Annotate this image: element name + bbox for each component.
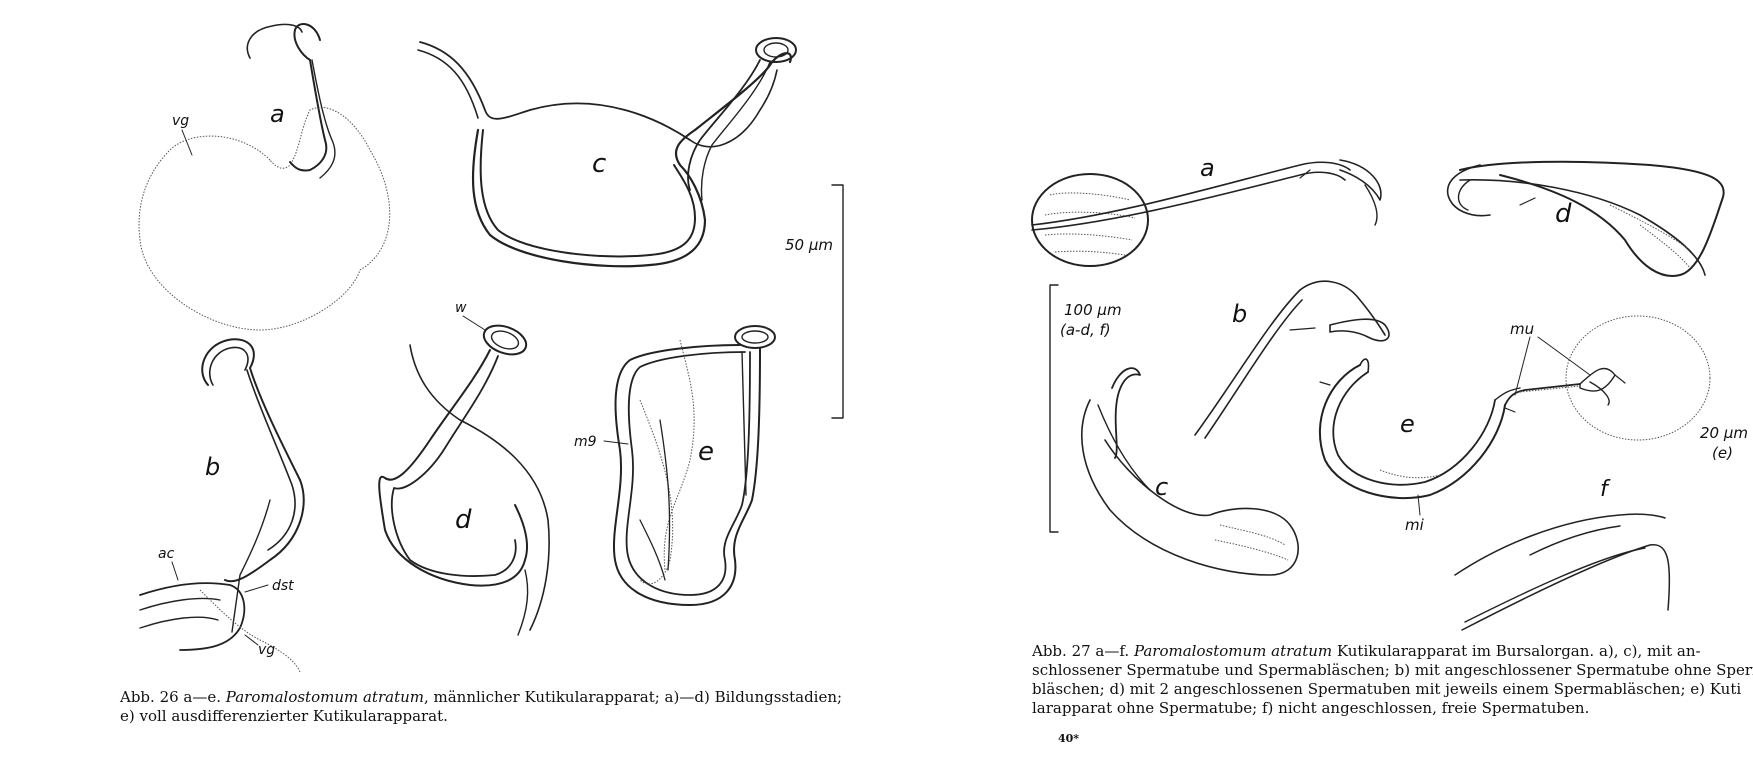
fig27-caption: Abb. 27 a—f. Paromalostomum atratum Kuti… (1032, 642, 1753, 718)
fig27-drawing-d: d (1446, 160, 1725, 277)
fig26-panel-letter-b: b (205, 453, 220, 481)
fig26-scale-bar: 50 µm (785, 184, 844, 419)
fig27-drawing-c: c (1081, 367, 1299, 576)
fig26-caption-line1: Abb. 26 a—e. Paromalostomum atratum, män… (120, 688, 880, 707)
fig26-panel-letter-c: c (592, 149, 606, 179)
fig26-drawing-a: a vg (138, 23, 391, 331)
fig27-drawing-a: a (1031, 154, 1382, 267)
fig27-caption-line1: Abb. 27 a—f. Paromalostomum atratum Kuti… (1032, 642, 1753, 661)
fig27-caption-line2: schlossener Spermatube und Spermabläsche… (1032, 661, 1753, 679)
fig27-caption-line1-rest: Kutikularapparat im Bursalorgan. a), c),… (1332, 642, 1701, 660)
fig26-caption-line2: e) voll ausdifferenzierter Kutikularappa… (120, 707, 448, 725)
fig27-panel-letter-f: f (1600, 477, 1611, 502)
fig27-panel-letter-d: d (1555, 199, 1572, 229)
fig27-drawing-e: e mu mi (1319, 315, 1711, 534)
fig27-scale-bar-e-sub: (e) (1712, 444, 1733, 462)
fig26-caption-line1-rest: , männlicher Kutikularapparat; a)—d) Bil… (423, 688, 843, 706)
fig26-caption-species: Paromalostomum atratum (225, 688, 424, 706)
fig27-panel-letter-b: b (1232, 300, 1247, 328)
fig27-scale-bar-e: 20 µm (e) (1700, 424, 1748, 462)
fig26-panel-letter-e: e (698, 437, 714, 467)
fig27-label-mu: mu (1510, 320, 1534, 338)
fig26-drawing-e: m9 e (574, 325, 776, 606)
fig27-scale-bar-main: 100 µm (a-d, f) (1049, 284, 1122, 533)
fig26-label-vg2: vg (258, 642, 275, 658)
fig26-label-dst: dst (272, 578, 294, 594)
fig26-caption-prefix: Abb. 26 a—e. (120, 688, 222, 706)
fig26-scale-bar-label: 50 µm (785, 236, 833, 254)
fig27-scale-bar-e-label: 20 µm (1700, 424, 1748, 442)
fig27-label-mi: mi (1405, 516, 1425, 534)
fig26-label-mg: m9 (574, 434, 597, 450)
fig26-label-ac: ac (158, 546, 175, 562)
fig27-drawing-b: b (1194, 280, 1390, 439)
fig27-drawing-f: f (1454, 477, 1671, 631)
fig26-drawing-d: w d (378, 300, 550, 636)
page-number: 40* (1058, 732, 1080, 745)
fig26-panel-letter-a: a (270, 100, 285, 128)
fig27-caption-line3: bläschen; d) mit 2 angeschlossenen Sperm… (1032, 680, 1742, 698)
fig26-label-vg: vg (172, 113, 189, 129)
fig27-scale-bar-main-label: 100 µm (1064, 301, 1122, 319)
fig26-panel-letter-d: d (455, 505, 472, 535)
fig27-caption-species: Paromalostomum atratum (1133, 642, 1333, 660)
fig26-caption: Abb. 26 a—e. Paromalostomum atratum, män… (120, 688, 880, 726)
fig27-scale-bar-main-sub: (a-d, f) (1060, 321, 1111, 339)
fig26-drawing-b: b ac dst vg (139, 338, 305, 673)
fig27-caption-line4: larapparat ohne Spermatube; f) nicht ang… (1032, 699, 1590, 717)
fig27-panel-letter-e: e (1400, 410, 1415, 438)
fig27-caption-prefix: Abb. 27 a—f. (1032, 642, 1130, 660)
fig26-drawing-c: c (417, 37, 797, 268)
fig26-label-w: w (455, 300, 467, 316)
fig27-panel-letter-a: a (1200, 154, 1215, 182)
fig27-panel-letter-c: c (1155, 473, 1168, 501)
